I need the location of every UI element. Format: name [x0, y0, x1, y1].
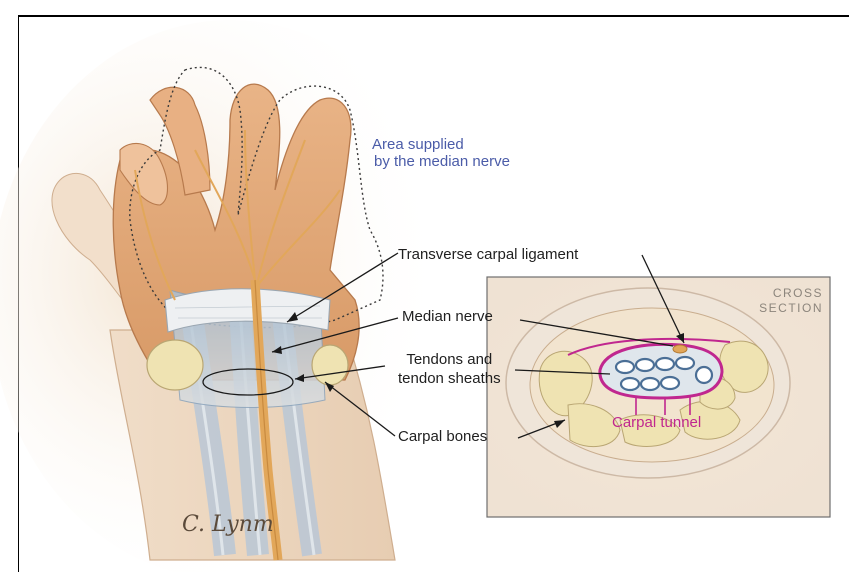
cross-section-title: CROSS SECTION	[733, 286, 823, 316]
artist-signature: C. Lynm	[182, 512, 274, 537]
area-supplied-line1: Area supplied	[372, 136, 510, 153]
cross-section-title-line2: SECTION	[733, 301, 823, 316]
transverse-carpal-ligament-label: Transverse carpal ligament	[398, 246, 578, 263]
median-nerve-label: Median nerve	[402, 308, 493, 325]
cross-section-title-line1: CROSS	[733, 286, 823, 301]
tendons-line2: tendon sheaths	[398, 369, 501, 388]
carpal-bones-label: Carpal bones	[398, 428, 487, 445]
tendons-label: Tendons and tendon sheaths	[398, 350, 501, 388]
area-supplied-line2: by the median nerve	[372, 153, 510, 170]
area-supplied-label: Area supplied by the median nerve	[372, 136, 510, 170]
tendons-line1: Tendons and	[398, 350, 501, 369]
carpal-bone-left	[147, 340, 203, 390]
cross-section-nerve	[673, 345, 687, 353]
carpal-tunnel-label: Carpal tunnel	[612, 414, 701, 431]
carpal-bone-right	[312, 345, 348, 385]
